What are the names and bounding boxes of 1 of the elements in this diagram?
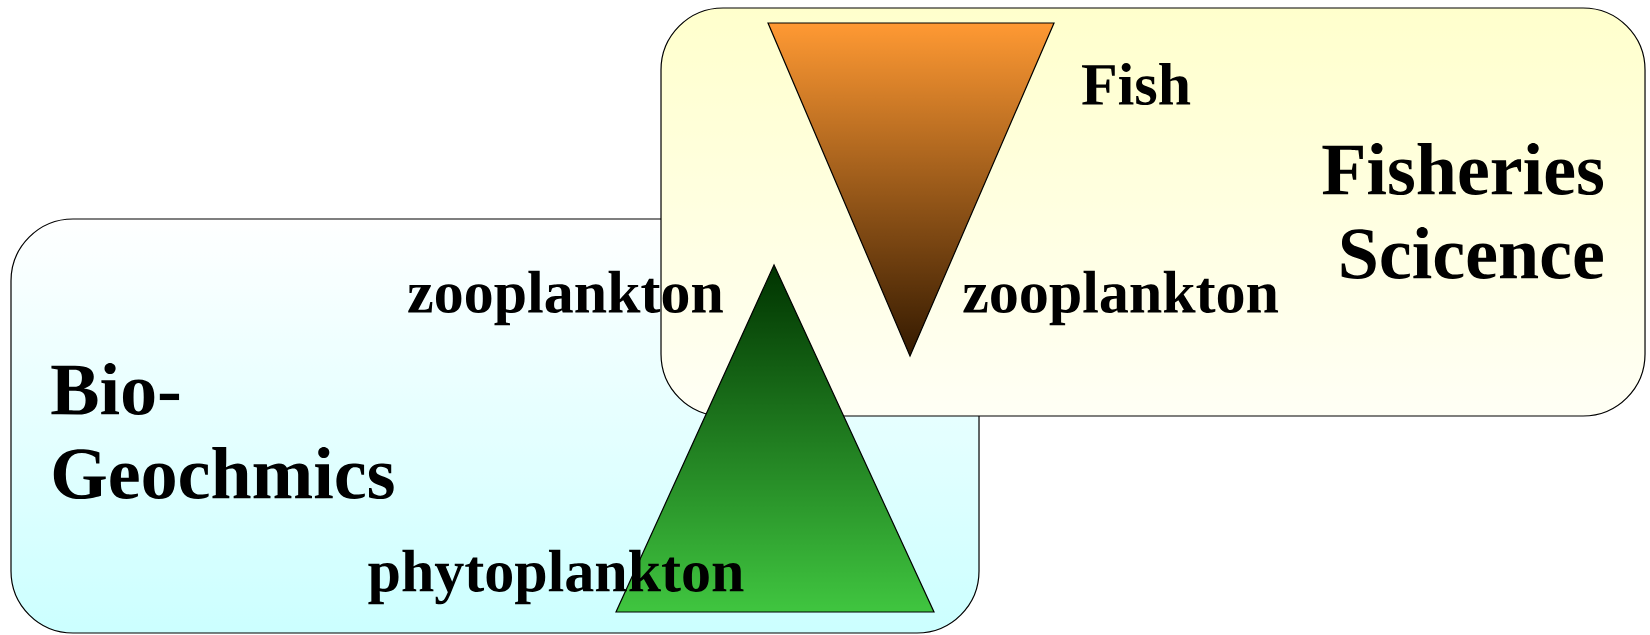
level-label: Fish bbox=[1082, 62, 1191, 106]
